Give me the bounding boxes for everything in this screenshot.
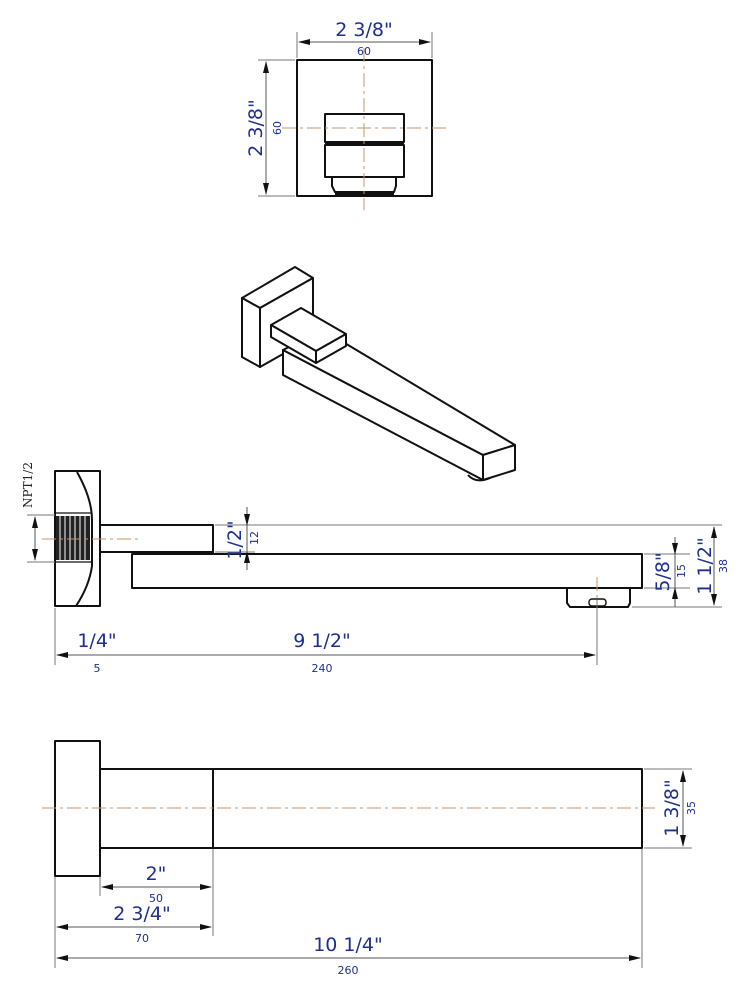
side-spout-arm	[131, 553, 643, 589]
spout-height-in: 5/8"	[652, 552, 674, 591]
front-width-in: 2 3/8"	[335, 19, 392, 41]
side-aerator	[566, 588, 631, 608]
total-height-mm: 38	[717, 559, 730, 573]
total-height-in: 1 1/2"	[694, 537, 716, 594]
overall-in: 10 1/4"	[313, 934, 383, 956]
spout-height-mm: 15	[675, 564, 688, 578]
side-collar	[99, 524, 214, 553]
isometric-view	[241, 266, 516, 482]
flange-mm: 5	[94, 662, 101, 675]
front-height-mm: 60	[271, 121, 284, 135]
gap-in: 1/2"	[224, 520, 246, 559]
top-view: 1 3/8" 35 2" 50 2 3/4" 70 10 1/4" 260	[42, 740, 698, 977]
iso-aerator	[467, 474, 491, 482]
front-width-mm: 60	[357, 45, 371, 58]
overall-mm: 260	[338, 964, 359, 977]
thread-spec-label: NPT1/2	[21, 462, 35, 508]
spout-width-in: 1 3/8"	[661, 779, 683, 836]
collar-length-mm: 50	[149, 892, 163, 905]
collar-length-in: 2"	[146, 863, 167, 885]
flange-in: 1/4"	[77, 630, 116, 652]
reach-in: 9 1/2"	[293, 630, 350, 652]
front-view: 2 3/8" 60 2 3/8" 60	[245, 19, 447, 210]
front-height-in: 2 3/8"	[245, 99, 267, 156]
reach-mm: 240	[312, 662, 333, 675]
side-view: NPT1/2 1/2" 12 5/8" 15 1 1/2" 38 1/4" 5 …	[21, 462, 730, 675]
spout-width-mm: 35	[685, 801, 698, 815]
to-collar-in: 2 3/4"	[113, 903, 170, 925]
thread-hatching-icon	[56, 516, 90, 560]
to-collar-mm: 70	[135, 932, 149, 945]
gap-mm: 12	[248, 531, 261, 545]
iso-collar	[315, 333, 347, 364]
